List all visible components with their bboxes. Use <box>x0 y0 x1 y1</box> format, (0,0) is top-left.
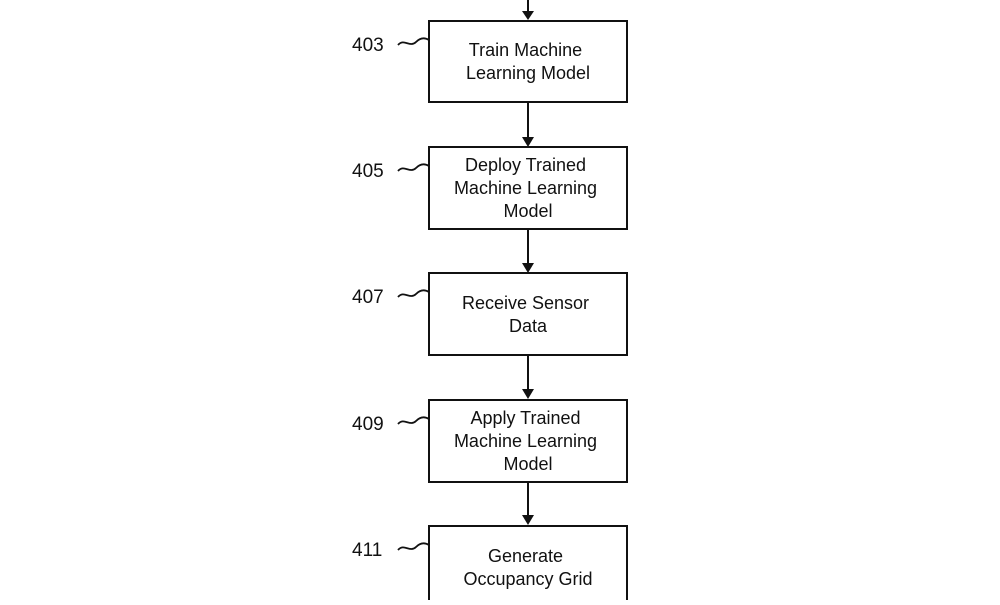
leader-line <box>397 289 430 298</box>
arrow-403-405 <box>522 102 534 147</box>
step-409: 409 Apply Trained Machine Learning Model <box>352 399 628 483</box>
arrow-409-411 <box>522 482 534 525</box>
arrow-407-409 <box>522 355 534 399</box>
step-ref: 409 <box>352 414 384 435</box>
step-ref: 403 <box>352 35 384 56</box>
step-box <box>428 20 628 103</box>
leader-line <box>397 37 430 46</box>
step-label: Receive Sensor Data <box>462 293 594 336</box>
incoming-arrow <box>522 0 534 20</box>
step-ref: 411 <box>352 540 382 561</box>
arrow-405-407 <box>522 229 534 273</box>
step-ref: 407 <box>352 287 384 308</box>
leader-line <box>397 416 430 425</box>
step-box <box>428 399 628 483</box>
step-407: 407 Receive Sensor Data <box>352 272 628 356</box>
step-box <box>428 272 628 356</box>
leader-line <box>397 163 430 172</box>
step-label: Generate Occupancy Grid <box>463 546 592 589</box>
step-box <box>428 525 628 605</box>
step-405: 405 Deploy Trained Machine Learning Mode… <box>352 146 628 230</box>
leader-line <box>397 542 430 551</box>
step-403: 403 Train Machine Learning Model <box>352 20 628 103</box>
step-ref: 405 <box>352 161 384 182</box>
step-box <box>428 146 628 230</box>
step-label: Train Machine Learning Model <box>466 40 590 83</box>
step-label: Apply Trained Machine Learning Model <box>454 408 602 474</box>
step-label: Deploy Trained Machine Learning Model <box>454 155 602 221</box>
step-411: 411 Generate Occupancy Grid <box>352 525 628 605</box>
